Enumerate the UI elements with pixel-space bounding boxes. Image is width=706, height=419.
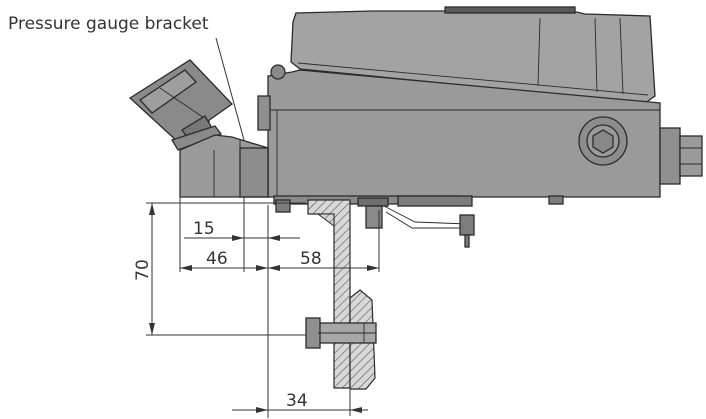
cable-gland [659,127,703,185]
dimension-lines [146,197,380,418]
dim-70: 70 [133,259,153,281]
hinge [270,64,286,80]
dim-34: 34 [286,391,308,411]
dim-15: 15 [193,219,215,239]
pressure-gauge [128,59,233,151]
left-boss [257,95,271,131]
top-cover [290,10,656,104]
top-cover-lid [444,6,576,14]
callout-label: Pressure gauge bracket [8,14,209,34]
mounting-bracket [305,199,377,390]
side-plug [578,116,628,166]
actuator-housing [257,6,703,207]
dim-46: 46 [206,249,228,269]
callout-leader-line [215,37,245,141]
dim-58: 58 [300,249,322,269]
pressure-gauge-bracket [179,134,269,198]
